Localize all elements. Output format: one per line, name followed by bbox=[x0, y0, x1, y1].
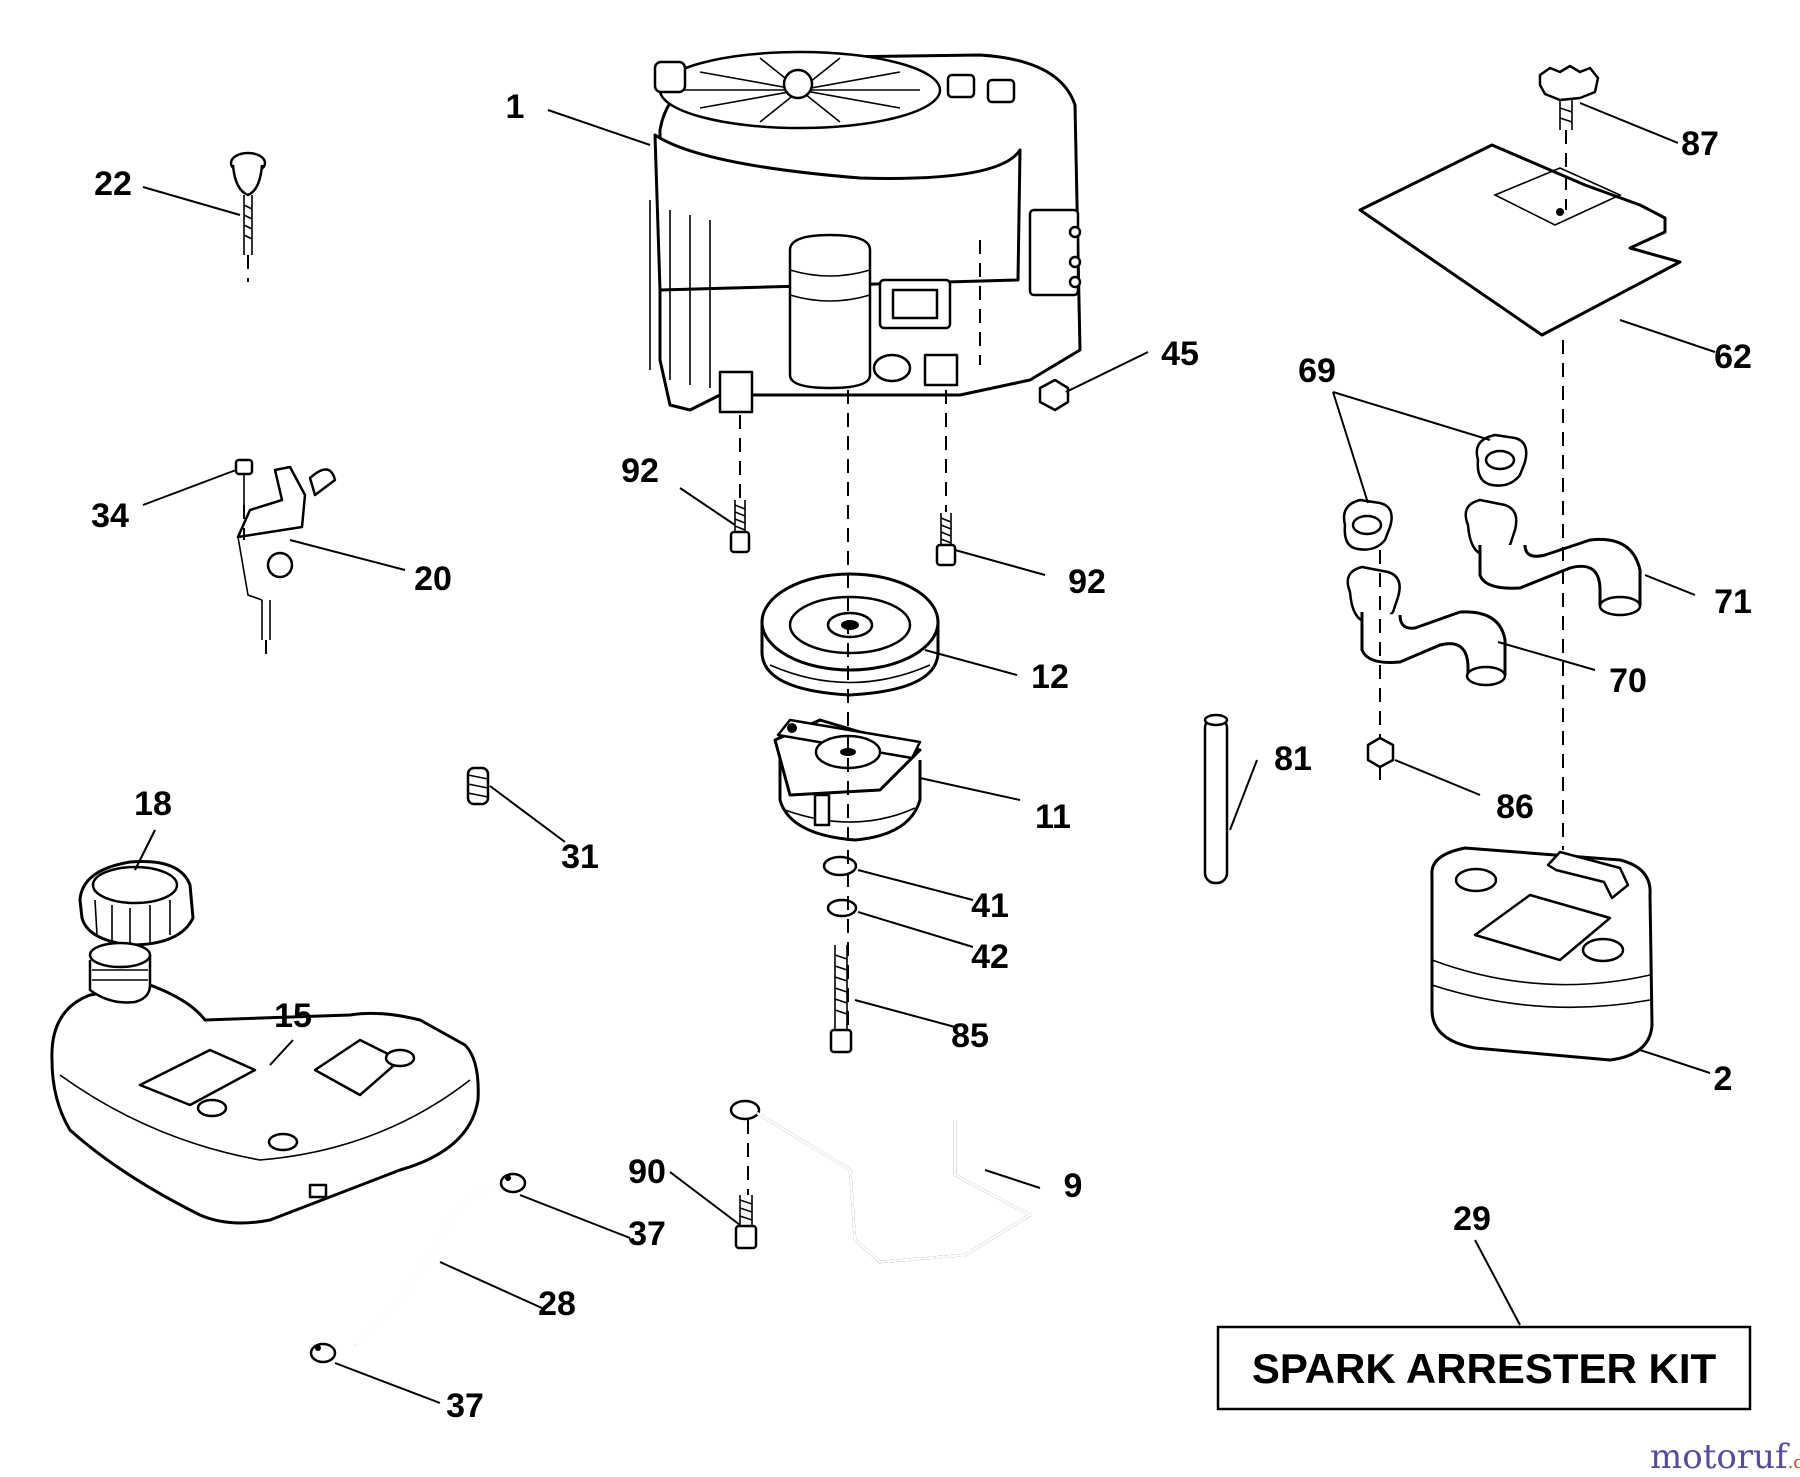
gasket-part-69-lower bbox=[1342, 498, 1393, 551]
callout-20: 20 bbox=[414, 560, 452, 598]
callout-42: 42 bbox=[971, 938, 1009, 976]
fuel-line-part bbox=[353, 1183, 501, 1347]
bolt-part-85 bbox=[829, 945, 853, 1054]
screw-part-34 bbox=[234, 458, 254, 505]
callout-62: 62 bbox=[1714, 338, 1752, 376]
pulley-part bbox=[760, 572, 940, 697]
callout-90: 90 bbox=[628, 1153, 666, 1191]
spark-arrester-kit-label: SPARK ARRESTER KIT bbox=[1252, 1345, 1717, 1392]
watermark-suffix: .de bbox=[1788, 1452, 1800, 1473]
callout-22: 22 bbox=[94, 165, 132, 203]
rod-part bbox=[729, 1099, 1033, 1264]
exhaust-pipe-part-70 bbox=[1346, 565, 1507, 687]
spring-part bbox=[466, 766, 490, 806]
bolt-part-92-left bbox=[729, 500, 751, 554]
callout-41: 41 bbox=[971, 887, 1009, 925]
heat-shield-part bbox=[1358, 143, 1682, 337]
callout-2: 2 bbox=[1714, 1060, 1733, 1098]
fuel-cap-part bbox=[78, 859, 195, 947]
callout-37-lower: 37 bbox=[446, 1387, 484, 1425]
callout-29: 29 bbox=[1453, 1200, 1491, 1238]
exhaust-pipe-part-71 bbox=[1464, 498, 1642, 617]
leader-lines bbox=[134, 102, 1716, 1404]
throttle-bracket-part bbox=[236, 465, 337, 640]
callout-86: 86 bbox=[1496, 788, 1534, 826]
washer-part-42 bbox=[826, 898, 858, 918]
knob-part-87 bbox=[1538, 64, 1600, 130]
watermark-logo: motoruf.de bbox=[1650, 1437, 1800, 1477]
nut-part-86 bbox=[1366, 736, 1395, 769]
callout-15: 15 bbox=[274, 997, 312, 1035]
callout-31: 31 bbox=[561, 838, 599, 876]
bolt-part-92-right bbox=[935, 513, 957, 567]
callout-92-left: 92 bbox=[621, 452, 659, 490]
callout-92-right: 92 bbox=[1068, 563, 1106, 601]
clutch-part bbox=[773, 718, 922, 842]
choke-knob-part bbox=[229, 151, 267, 255]
bolt-part-90 bbox=[734, 1195, 758, 1250]
spark-arrester-kit-box bbox=[1216, 1325, 1752, 1411]
muffler-part bbox=[1430, 846, 1654, 1062]
callout-28: 28 bbox=[538, 1285, 576, 1323]
gasket-part-69-upper bbox=[1475, 433, 1528, 487]
callout-71: 71 bbox=[1714, 583, 1752, 621]
callout-9: 9 bbox=[1064, 1167, 1083, 1205]
callout-11: 11 bbox=[1035, 798, 1071, 836]
engine-part bbox=[649, 50, 1082, 414]
callout-12: 12 bbox=[1031, 658, 1069, 696]
callout-34: 34 bbox=[91, 497, 129, 535]
tube-part-81 bbox=[1203, 713, 1229, 885]
watermark-name: motoruf bbox=[1650, 1437, 1790, 1477]
callout-37-upper: 37 bbox=[628, 1215, 666, 1253]
callout-45: 45 bbox=[1161, 335, 1199, 373]
washer-part-41 bbox=[822, 855, 858, 877]
callout-18: 18 bbox=[134, 785, 172, 823]
callout-81: 81 bbox=[1274, 740, 1312, 778]
callout-87: 87 bbox=[1681, 125, 1719, 163]
hose-clamp-part-37-lower bbox=[309, 1342, 337, 1364]
nut-part-45 bbox=[1038, 351, 1149, 412]
callout-70: 70 bbox=[1609, 662, 1647, 700]
callout-1: 1 bbox=[506, 88, 525, 126]
callout-85: 85 bbox=[951, 1017, 989, 1055]
fuel-tank-part bbox=[50, 941, 480, 1225]
hose-clamp-part-37-upper bbox=[499, 1172, 527, 1194]
callout-69: 69 bbox=[1298, 352, 1336, 390]
